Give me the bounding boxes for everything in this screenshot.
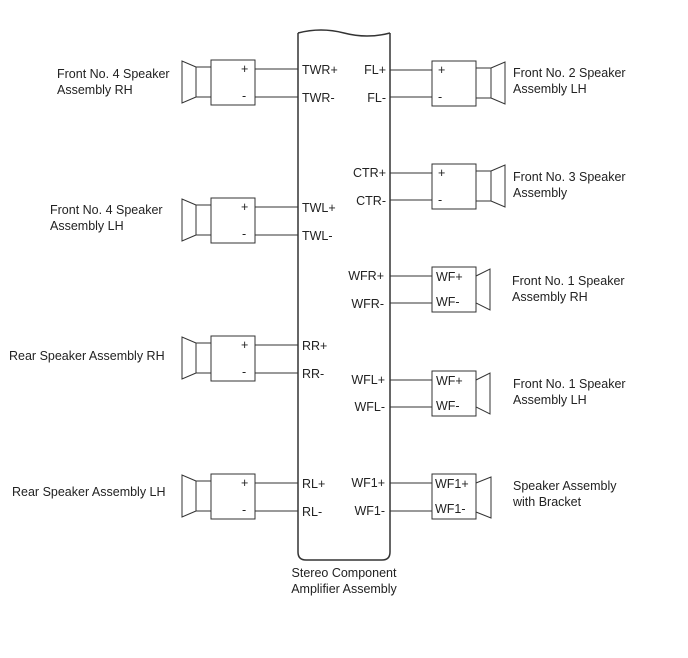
pin-plus-label: WF1+ xyxy=(351,476,385,490)
amplifier-label-line1: Stereo Component xyxy=(292,566,397,580)
speaker-name-line1: Front No. 4 Speaker xyxy=(50,203,163,217)
terminal-plus-label: WF+ xyxy=(436,270,463,284)
terminal-minus-label: - xyxy=(242,365,246,379)
speaker-front-no1-rh: WF+ WF- WFR+ WFR- Front No. 1 Speaker As… xyxy=(348,266,625,313)
speaker-name-line1: Speaker Assembly xyxy=(513,479,617,493)
speaker-rear-lh: + - RL+ RL- Rear Speaker Assembly LH xyxy=(12,473,325,520)
speaker-name-line2: Assembly LH xyxy=(513,82,587,96)
speaker-cone-icon xyxy=(475,268,491,311)
speaker-terminal-box xyxy=(210,59,256,106)
terminal-minus-label: WF1- xyxy=(435,502,466,516)
speaker-name-line1: Rear Speaker Assembly RH xyxy=(9,349,165,363)
speaker-cone-icon xyxy=(475,372,491,415)
pin-plus-label: WFR+ xyxy=(348,269,384,283)
pin-minus-label: WF1- xyxy=(354,504,385,518)
speaker-terminal-box xyxy=(431,370,477,417)
pin-minus-label: RR- xyxy=(302,367,324,381)
speaker-name-line1: Rear Speaker Assembly LH xyxy=(12,485,166,499)
speaker-name-line1: Front No. 1 Speaker xyxy=(513,377,626,391)
speaker-name-line2: Assembly LH xyxy=(513,393,587,407)
speaker-front-no1-lh: WF+ WF- WFL+ WFL- Front No. 1 Speaker As… xyxy=(351,370,626,417)
terminal-plus-label: + xyxy=(241,200,248,214)
speaker-name-line1: Front No. 4 Speaker xyxy=(57,67,170,81)
speaker-front-no4-lh: + - TWL+ TWL- Front No. 4 Speaker Assemb… xyxy=(50,197,336,244)
speaker-cone-icon xyxy=(475,476,492,519)
speaker-terminal-box xyxy=(210,197,256,244)
speaker-magnet-icon xyxy=(195,480,212,512)
speaker-cone-icon xyxy=(181,198,197,242)
speaker-rear-rh: + - RR+ RR- Rear Speaker Assembly RH xyxy=(9,335,327,382)
terminal-minus-label: - xyxy=(242,89,246,103)
amplifier-cut-edge xyxy=(297,29,391,37)
terminal-plus-label: WF+ xyxy=(436,374,463,388)
speaker-front-no3: + - CTR+ CTR- Front No. 3 Speaker Assemb… xyxy=(353,163,626,210)
speaker-cone-icon xyxy=(181,336,197,380)
speaker-name-line2: Assembly xyxy=(513,186,568,200)
terminal-plus-label: + xyxy=(241,338,248,352)
pin-minus-label: WFR- xyxy=(351,297,384,311)
pin-minus-label: TWL- xyxy=(302,229,333,243)
speaker-cone-icon xyxy=(490,61,506,105)
pin-plus-label: TWL+ xyxy=(302,201,336,215)
speaker-cone-icon xyxy=(181,60,197,104)
speaker-magnet-icon xyxy=(475,67,492,99)
pin-minus-label: CTR- xyxy=(356,194,386,208)
speaker-with-bracket: WF1+ WF1- WF1+ WF1- Speaker Assembly wit… xyxy=(351,473,617,520)
pin-plus-label: TWR+ xyxy=(302,63,338,77)
speaker-terminal-box xyxy=(210,335,256,382)
speaker-terminal-box xyxy=(431,60,477,107)
terminal-minus-label: - xyxy=(438,90,442,104)
terminal-minus-label: - xyxy=(242,503,246,517)
speaker-magnet-icon xyxy=(195,204,212,236)
pin-plus-label: RR+ xyxy=(302,339,327,353)
pin-plus-label: WFL+ xyxy=(351,373,385,387)
speaker-name-line1: Front No. 3 Speaker xyxy=(513,170,626,184)
speaker-front-no2-lh: + - FL+ FL- Front No. 2 Speaker Assembly… xyxy=(364,60,626,107)
terminal-minus-label: WF- xyxy=(436,399,460,413)
speaker-name-line2: Assembly RH xyxy=(512,290,588,304)
terminal-plus-label: + xyxy=(241,476,248,490)
speaker-name-line2: Assembly RH xyxy=(57,83,133,97)
pin-plus-label: FL+ xyxy=(364,63,386,77)
speaker-name-line1: Front No. 2 Speaker xyxy=(513,66,626,80)
amplifier-body xyxy=(297,33,391,561)
terminal-plus-label: + xyxy=(241,62,248,76)
speaker-cone-icon xyxy=(181,474,197,518)
speaker-terminal-box xyxy=(431,266,477,313)
pin-minus-label: RL- xyxy=(302,505,322,519)
speaker-terminal-box xyxy=(431,163,477,210)
speaker-magnet-icon xyxy=(195,342,212,374)
speaker-terminal-box xyxy=(210,473,256,520)
speaker-magnet-icon xyxy=(195,66,212,98)
speaker-front-no4-rh: + - TWR+ TWR- Front No. 4 Speaker Assemb… xyxy=(57,59,338,106)
terminal-plus-label: WF1+ xyxy=(435,477,469,491)
pin-plus-label: CTR+ xyxy=(353,166,386,180)
amplifier-unit: Stereo Component Amplifier Assembly xyxy=(291,29,398,596)
amplifier-label-line2: Amplifier Assembly xyxy=(291,582,397,596)
pin-minus-label: FL- xyxy=(367,91,386,105)
speaker-name-line2: Assembly LH xyxy=(50,219,124,233)
pin-minus-label: TWR- xyxy=(302,91,335,105)
terminal-minus-label: - xyxy=(242,227,246,241)
speaker-cone-icon xyxy=(490,164,506,208)
pin-minus-label: WFL- xyxy=(354,400,385,414)
speaker-magnet-icon xyxy=(475,170,492,202)
speaker-name-line1: Front No. 1 Speaker xyxy=(512,274,625,288)
terminal-plus-label: + xyxy=(438,166,445,180)
pin-plus-label: RL+ xyxy=(302,477,325,491)
terminal-minus-label: WF- xyxy=(436,295,460,309)
speaker-name-line2: with Bracket xyxy=(512,495,582,509)
terminal-plus-label: + xyxy=(438,63,445,77)
terminal-minus-label: - xyxy=(438,193,442,207)
